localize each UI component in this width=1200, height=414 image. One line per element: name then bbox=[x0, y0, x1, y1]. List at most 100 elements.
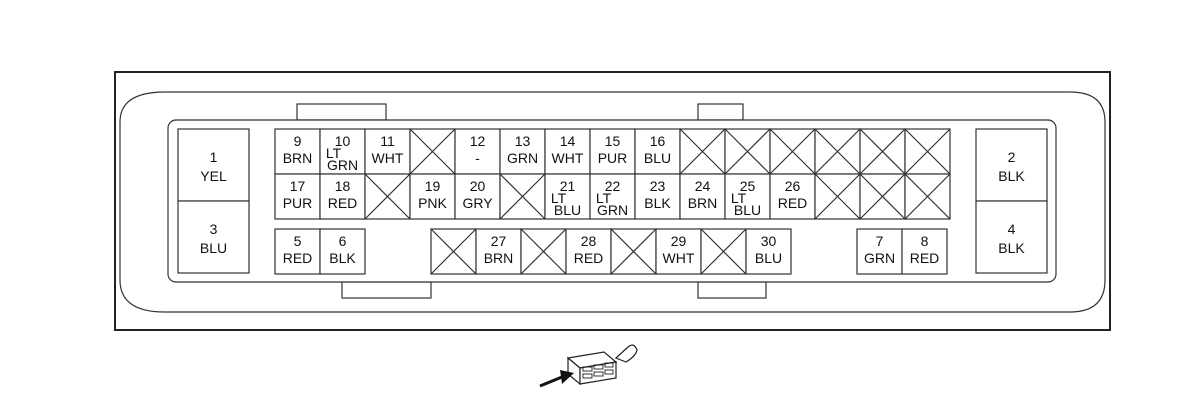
pin-number: 22 bbox=[605, 178, 621, 194]
wire-color: RED bbox=[283, 250, 313, 266]
pin-12: 12- bbox=[454, 128, 501, 175]
wire-color: YEL bbox=[200, 168, 227, 184]
top-key-tab-right bbox=[697, 103, 744, 121]
blank-cross-line bbox=[904, 173, 951, 220]
blank-cavity bbox=[814, 128, 861, 175]
blank-cross-line bbox=[904, 128, 951, 175]
wire-color: GRN bbox=[507, 150, 538, 166]
blank-cross-line bbox=[409, 128, 456, 175]
pin-number: 7 bbox=[876, 233, 884, 249]
top-key-tab-left bbox=[296, 103, 387, 121]
pin-number: 20 bbox=[470, 178, 486, 194]
wire-color: BRN bbox=[484, 250, 514, 266]
connector-view-arrow-icon bbox=[539, 344, 638, 388]
wire-color: WHT bbox=[663, 250, 695, 266]
wire-color: BLU bbox=[644, 150, 671, 166]
blank-cavity bbox=[364, 173, 411, 220]
blank-cavity bbox=[409, 128, 456, 175]
blank-cross-line bbox=[679, 128, 726, 175]
small-pin-group: 9BRN10LTGRN11WHT12-13GRN14WHT15PUR16BLU1… bbox=[274, 128, 951, 275]
wire-color: GRN bbox=[327, 157, 358, 173]
pin-number: 25 bbox=[740, 178, 756, 194]
blank-cross-line bbox=[724, 128, 771, 175]
pin-number: 23 bbox=[650, 178, 666, 194]
blank-cross-line bbox=[814, 128, 861, 175]
wire-color: BLU bbox=[755, 250, 782, 266]
pin-number: 12 bbox=[470, 133, 486, 149]
blank-cavity bbox=[724, 128, 771, 175]
pin-number: 4 bbox=[1008, 221, 1016, 237]
wire-color: GRN bbox=[597, 202, 628, 218]
pin-number: 21 bbox=[560, 178, 576, 194]
blank-cross-line bbox=[610, 228, 657, 275]
bottom-key-tab-left bbox=[341, 281, 432, 299]
blank-cavity bbox=[904, 128, 951, 175]
blank-cavity bbox=[904, 173, 951, 220]
pin-number: 2 bbox=[1008, 149, 1016, 165]
wire-color: RED bbox=[778, 195, 808, 211]
wire-color: RED bbox=[910, 250, 940, 266]
blank-cross-line bbox=[859, 128, 906, 175]
pin-number: 19 bbox=[425, 178, 441, 194]
pin-number: 13 bbox=[515, 133, 531, 149]
pin-number: 24 bbox=[695, 178, 711, 194]
blank-cross-line bbox=[364, 173, 411, 220]
wire-color: PNK bbox=[418, 195, 447, 211]
connector-housing bbox=[119, 91, 1106, 313]
pin-number: 17 bbox=[290, 178, 306, 194]
wire-color: BRN bbox=[283, 150, 313, 166]
pin-number: 16 bbox=[650, 133, 666, 149]
pin-number: 28 bbox=[581, 233, 597, 249]
wire-color: LT bbox=[326, 145, 342, 161]
wire-color: BLK bbox=[998, 168, 1025, 184]
pin-number: 9 bbox=[294, 133, 302, 149]
wire-color: BLK bbox=[329, 250, 356, 266]
blank-cavity bbox=[520, 228, 567, 275]
blank-cavity bbox=[769, 128, 816, 175]
pin-number: 10 bbox=[335, 133, 351, 149]
wire-color: BLU bbox=[554, 202, 581, 218]
pin-number: 18 bbox=[335, 178, 351, 194]
pin-number: 26 bbox=[785, 178, 801, 194]
pin-number: 1 bbox=[210, 149, 218, 165]
wire-color: BLK bbox=[998, 240, 1025, 256]
bottom-key-tab-right bbox=[697, 281, 767, 299]
blank-cavity bbox=[814, 173, 861, 220]
wire-color: LT bbox=[551, 190, 567, 206]
blank-cavity bbox=[430, 228, 477, 275]
wire-color: GRY bbox=[462, 195, 493, 211]
pin-number: 27 bbox=[491, 233, 507, 249]
blank-cavity bbox=[700, 228, 747, 275]
wire-color: LT bbox=[596, 190, 612, 206]
pin-number: 15 bbox=[605, 133, 621, 149]
blank-cross-line bbox=[814, 173, 861, 220]
pin-number: 30 bbox=[761, 233, 777, 249]
pin-number: 11 bbox=[380, 133, 395, 149]
wire-color: RED bbox=[574, 250, 604, 266]
